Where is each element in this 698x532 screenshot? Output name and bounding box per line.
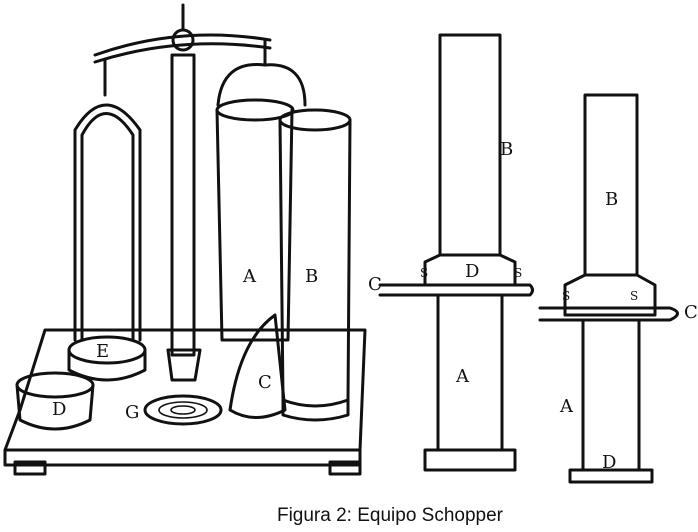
label-S: S (420, 266, 428, 280)
label-A: A (559, 396, 574, 417)
middle-labels: B C S D S A (368, 139, 522, 387)
left-labels: A B C E G D (52, 266, 318, 423)
label-C: C (258, 372, 272, 393)
label-D: D (52, 399, 66, 420)
right-labels: B S S C A D (559, 189, 698, 473)
label-B: B (305, 266, 318, 287)
label-A: A (242, 266, 257, 287)
label-C: C (368, 274, 382, 295)
middle-tube (378, 33, 534, 472)
label-D: D (602, 452, 616, 473)
label-B: B (605, 189, 618, 210)
label-S: S (514, 266, 522, 280)
label-A: A (455, 366, 470, 387)
label-G: G (125, 402, 139, 423)
label-E: E (96, 341, 109, 362)
right-tube (538, 93, 679, 484)
label-C: C (684, 302, 698, 323)
label-D: D (465, 261, 479, 282)
label-S: S (630, 289, 638, 303)
figure-caption: Figura 2: Equipo Schopper (276, 505, 504, 526)
label-S: S (562, 289, 570, 303)
balance-apparatus (3, 3, 367, 476)
label-B: B (500, 139, 513, 160)
